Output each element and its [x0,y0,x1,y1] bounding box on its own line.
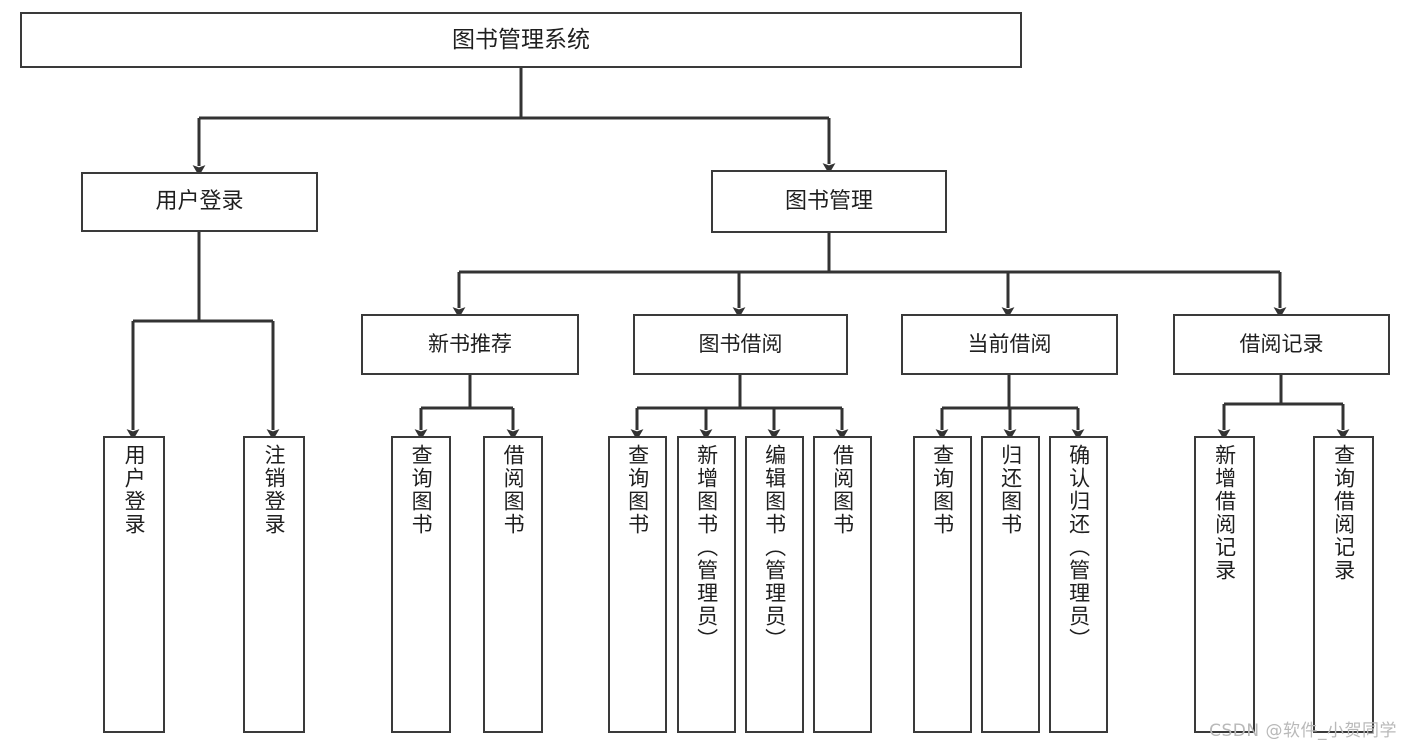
node-current-borrow-label: 当前借阅 [967,332,1052,356]
leaf-user-logout[interactable]: 注销登录 [243,436,305,733]
leaf-query-book-recommend[interactable]: 查询图书 [391,436,451,733]
leaf-edit-book-label: 编辑图书（管理员） [762,444,787,651]
node-new-book-recommend[interactable]: 新书推荐 [361,314,579,375]
leaf-edit-book[interactable]: 编辑图书（管理员） [745,436,804,733]
leaf-return-book[interactable]: 归还图书 [981,436,1040,733]
leaf-confirm-return-label: 确认归还（管理员） [1066,444,1091,651]
node-borrow-record[interactable]: 借阅记录 [1173,314,1390,375]
leaf-confirm-return[interactable]: 确认归还（管理员） [1049,436,1108,733]
node-new-book-recommend-label: 新书推荐 [428,332,512,356]
leaf-query-book-current[interactable]: 查询图书 [913,436,972,733]
leaf-user-login-label: 用户登录 [122,444,147,536]
node-book-borrow-label: 图书借阅 [698,332,783,356]
node-current-borrow[interactable]: 当前借阅 [901,314,1118,375]
leaf-borrow-book-recommend[interactable]: 借阅图书 [483,436,543,733]
node-root-label: 图书管理系统 [452,26,590,53]
leaf-add-borrow-record[interactable]: 新增借阅记录 [1194,436,1255,733]
leaf-return-book-label: 归还图书 [998,444,1023,536]
leaf-query-book-current-label: 查询图书 [930,444,955,536]
leaf-query-book-borrow-label: 查询图书 [625,444,650,536]
node-book-borrow[interactable]: 图书借阅 [633,314,848,375]
leaf-borrow-book-recommend-label: 借阅图书 [501,444,526,536]
node-book-manage[interactable]: 图书管理 [711,170,947,233]
node-borrow-record-label: 借阅记录 [1239,332,1324,356]
node-root[interactable]: 图书管理系统 [20,12,1022,68]
node-user-login[interactable]: 用户登录 [81,172,318,232]
leaf-add-book-label: 新增图书（管理员） [694,444,719,651]
leaf-add-borrow-record-label: 新增借阅记录 [1212,444,1237,582]
leaf-query-borrow-record-label: 查询借阅记录 [1331,444,1356,582]
leaf-query-book-borrow[interactable]: 查询图书 [608,436,667,733]
node-user-login-label: 用户登录 [155,189,244,214]
leaf-add-book[interactable]: 新增图书（管理员） [677,436,736,733]
leaf-query-borrow-record[interactable]: 查询借阅记录 [1313,436,1374,733]
leaf-borrow-book[interactable]: 借阅图书 [813,436,872,733]
leaf-user-logout-label: 注销登录 [262,444,287,536]
leaf-user-login[interactable]: 用户登录 [103,436,165,733]
node-book-manage-label: 图书管理 [784,188,873,214]
leaf-query-book-recommend-label: 查询图书 [409,444,434,536]
watermark: CSDN @软件_小贺同学 [1209,721,1397,741]
leaf-borrow-book-label: 借阅图书 [830,444,855,536]
